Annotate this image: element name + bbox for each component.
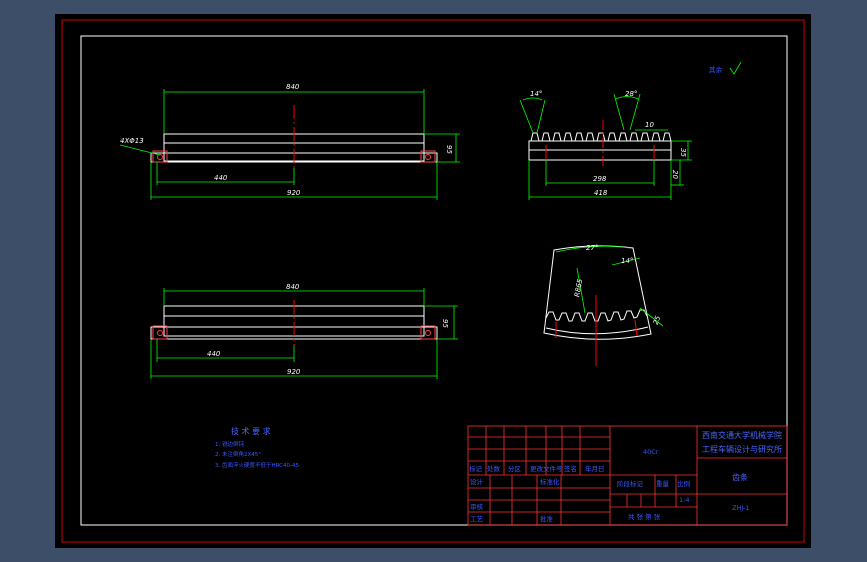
dim-20-view3: 20 <box>671 170 679 179</box>
institution-line2: 工程车辆设计与研究所 <box>702 444 782 454</box>
row-label-3: 更改文件号 <box>530 464 563 473</box>
row-label-0: 标记 <box>469 464 483 473</box>
surface-roughness-mark: 其余 <box>709 61 742 75</box>
part-name: 齿条 <box>732 472 748 482</box>
view-tooth-detail: 27° 14° R865 25 <box>543 244 664 366</box>
dim-920-view1: 920 <box>287 189 301 197</box>
angle-28-view3: 28° <box>625 90 637 98</box>
label-approve: 批准 <box>540 514 554 523</box>
tech-title: 技 术 要 求 <box>231 426 271 436</box>
dim-95-view2: 95 <box>441 319 449 328</box>
angle-14-view3: 14° <box>530 90 542 98</box>
drawing-sheet <box>55 14 811 548</box>
row-label-5: 年月日 <box>585 464 605 473</box>
angle-14-view4: 14° <box>621 257 633 265</box>
tech-line-1: 1. 锐边倒钝 <box>215 440 244 448</box>
view-rack-front: 840 4XΦ13 95 440 920 <box>119 83 460 200</box>
tech-line-3: 3. 齿面淬火硬度不低于HRC40-45 <box>215 461 300 469</box>
tech-line-2: 2. 未注倒角2X45° <box>215 450 261 458</box>
dim-95-view1: 95 <box>445 145 453 154</box>
row-label-2: 分区 <box>508 464 522 473</box>
dim-440-view2: 440 <box>207 350 221 358</box>
institution-line1: 西南交通大学机械学院 <box>702 430 782 440</box>
dim-440-view1: 440 <box>214 174 228 182</box>
dim-920-view2: 920 <box>287 368 301 376</box>
scale-value: 1:4 <box>679 496 689 504</box>
row-label-4: 签名 <box>564 464 577 473</box>
view-rack-top: 840 95 440 920 <box>150 283 458 379</box>
label-stage: 阶段标记 <box>617 479 644 488</box>
dim-840-view1: 840 <box>286 83 300 91</box>
roughness-note: 其余 <box>709 65 723 74</box>
view-rack-teeth: 14° 28° 10 298 418 35 20 <box>519 90 692 200</box>
outer-border <box>61 19 805 543</box>
label-weight: 重量 <box>656 480 670 488</box>
label-design: 设计 <box>470 477 484 486</box>
dim-840-view2: 840 <box>286 283 300 291</box>
dim-25-view4: 25 <box>652 314 663 326</box>
dim-R865-view4: R865 <box>573 278 584 298</box>
drawing-number: ZHJ-1 <box>732 504 750 512</box>
label-standardize: 标准化 <box>540 477 560 486</box>
dim-10-view3: 10 <box>645 121 654 129</box>
sheet-info: 共 张 第 张 <box>628 512 661 521</box>
title-block <box>467 425 788 526</box>
dim-35-view3: 35 <box>679 148 687 157</box>
label-review: 审核 <box>470 502 484 511</box>
angle-27-view4: 27° <box>586 244 598 252</box>
tech-requirements: 技 术 要 求 1. 锐边倒钝 2. 未注倒角2X45° 3. 齿面淬火硬度不低… <box>215 426 300 469</box>
label-process: 工艺 <box>470 515 484 523</box>
label-scale: 比例 <box>677 479 690 488</box>
title-block-text: 标记 处数 分区 更改文件号 签名 年月日 设计 标准化 审核 工艺 批准 40… <box>469 430 782 523</box>
dim-418-view3: 418 <box>594 189 608 197</box>
material-value: 40Cr <box>643 448 659 456</box>
dim-bolt-holes: 4XΦ13 <box>120 137 144 145</box>
inner-frame <box>80 35 788 526</box>
row-label-1: 处数 <box>487 464 501 473</box>
dim-298-view3: 298 <box>593 175 607 183</box>
